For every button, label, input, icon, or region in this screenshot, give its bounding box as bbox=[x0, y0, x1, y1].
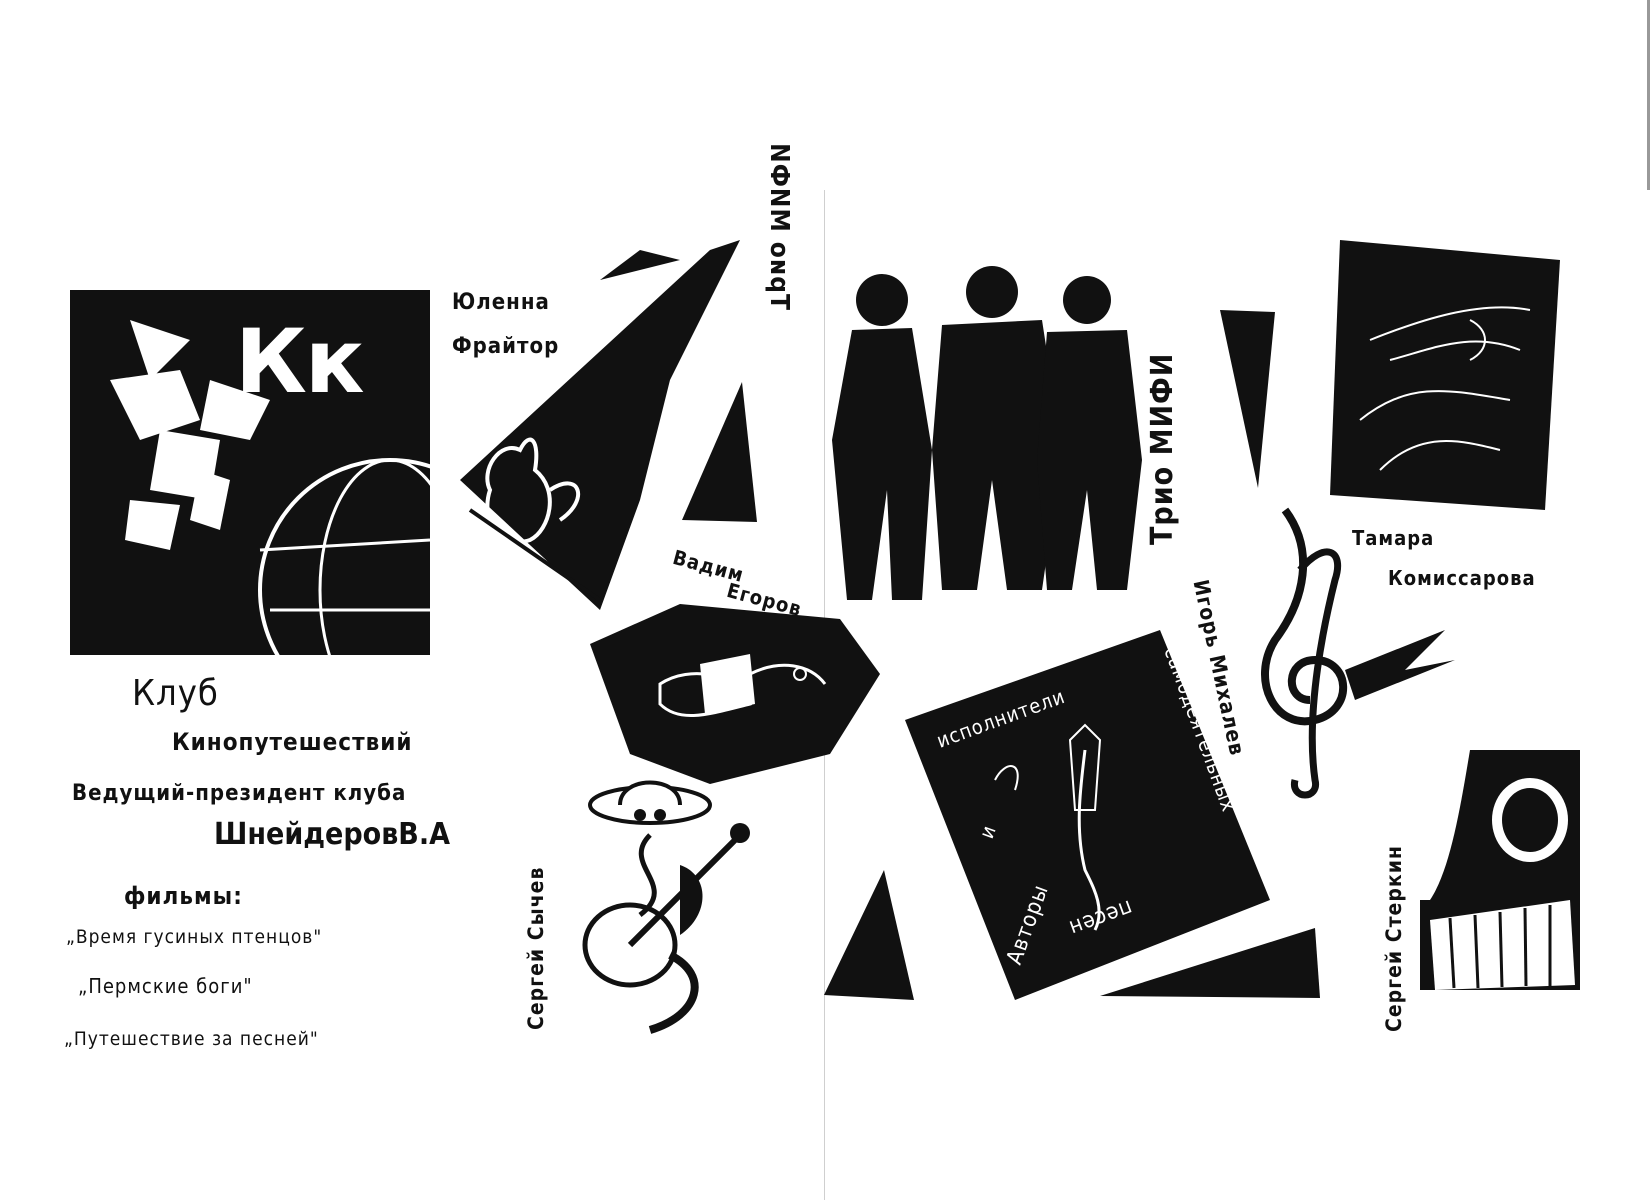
trio-mifi-label: Трио МИФИ bbox=[1145, 352, 1180, 545]
julenna-name-line2: Фрайтор bbox=[452, 334, 560, 359]
julenna-name-line1: Юленна bbox=[452, 290, 550, 315]
host-caption: Ведущий-президент клуба bbox=[72, 781, 407, 806]
film-item-3: „Путешествие за песней" bbox=[64, 1028, 319, 1050]
kk-logo-graphic bbox=[70, 290, 522, 722]
films-heading: фильмы: bbox=[124, 882, 243, 910]
sergey-sterkin-label: Сергей Стеркин bbox=[1382, 845, 1406, 1032]
sail-vase-artwork bbox=[460, 240, 740, 610]
trio-silhouette-artwork bbox=[832, 266, 1142, 600]
club-title-line2: Кинопутешествий bbox=[172, 728, 413, 756]
tamara-artwork bbox=[1330, 240, 1560, 510]
black-triangle-2 bbox=[1220, 310, 1275, 488]
accordion-artwork bbox=[1420, 750, 1580, 990]
host-name: ШнейдеровВ.А bbox=[214, 817, 450, 852]
tamara-name-line1: Тамара bbox=[1352, 526, 1435, 550]
treble-clef-artwork bbox=[1261, 507, 1455, 799]
guitarist-artwork bbox=[582, 780, 750, 1034]
black-triangle-4 bbox=[1100, 928, 1320, 998]
black-triangle-1 bbox=[682, 382, 757, 522]
reading-figure-artwork bbox=[590, 604, 880, 784]
club-title-line1: Клуб bbox=[132, 673, 219, 714]
kk-logo-letters: Кк bbox=[235, 310, 365, 413]
black-triangle-3 bbox=[824, 870, 914, 1000]
kk-logo-artwork: Кк bbox=[70, 290, 522, 722]
scan-edge bbox=[1647, 0, 1650, 190]
sergey-sychev-label: Сергей Сычев bbox=[524, 866, 548, 1030]
trio-mifi-mirrored-label: Трио МИФИ bbox=[764, 142, 794, 310]
film-item-1: „Время гусиных птенцов" bbox=[66, 926, 323, 948]
film-item-2: „Пермские боги" bbox=[78, 974, 253, 998]
album-square-artwork bbox=[905, 630, 1270, 1000]
tamara-name-line2: Комиссарова bbox=[1388, 566, 1536, 590]
